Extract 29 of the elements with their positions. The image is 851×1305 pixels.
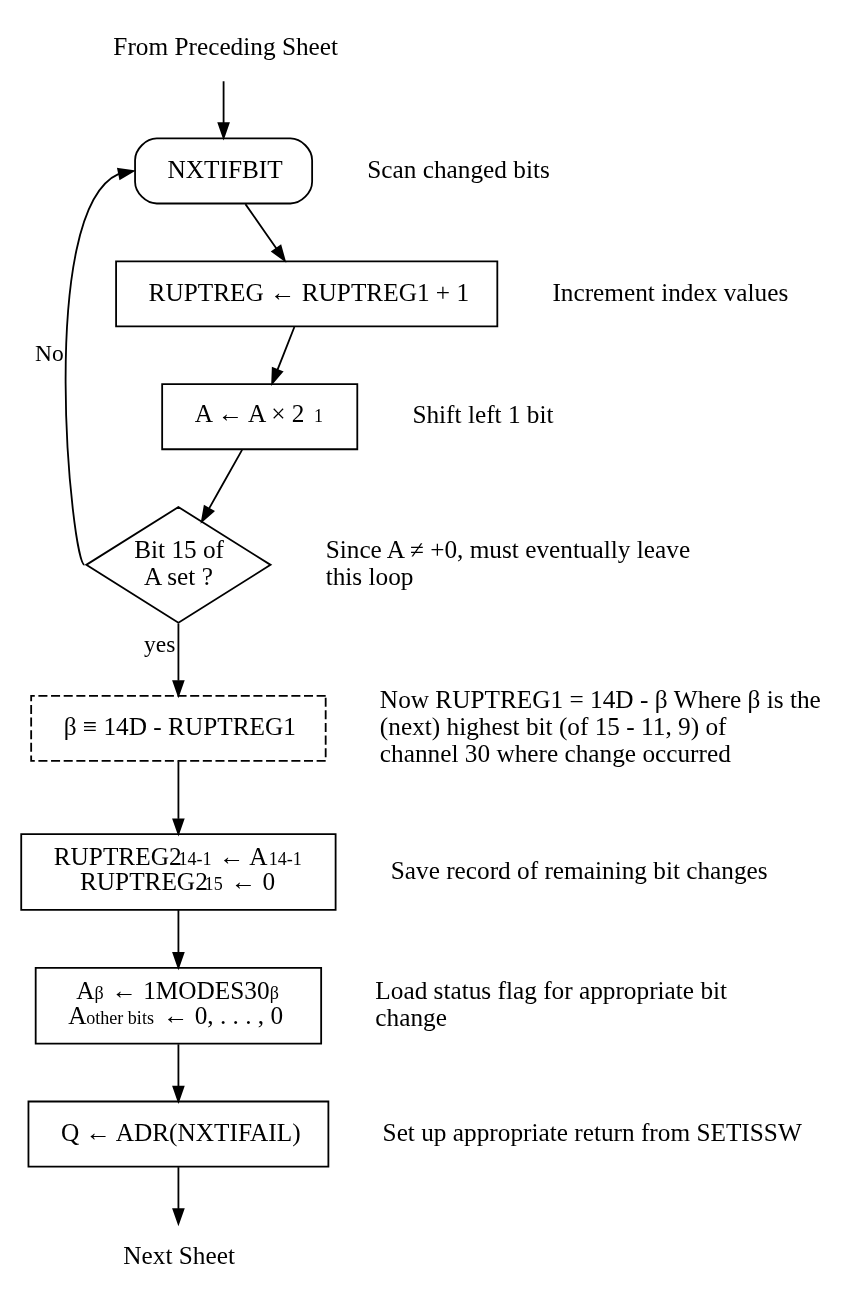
arrow — [172, 909, 185, 971]
arrow — [271, 326, 296, 386]
edge-label: No — [34, 340, 64, 367]
node-box: β ≡ 14D - RUPTREG1 — [30, 694, 327, 762]
arrow — [64, 167, 136, 566]
node-label: Save record of remaining bit changes — [390, 855, 768, 884]
node-box: RUPTREG ← RUPTREG1 + 1 — [115, 260, 499, 328]
node-label: Load status flag for appropriate bit change — [375, 975, 728, 1031]
node-label: Set up appropriate return from SETISSW — [382, 1117, 802, 1146]
node-box: A ← A × 2 1 — [161, 383, 359, 451]
node-box: NXTIFBIT — [134, 137, 314, 205]
arrow — [172, 760, 185, 837]
arrow — [172, 1043, 185, 1104]
arrow — [217, 80, 230, 141]
node-box: RUPTREG214-1 ← A14-1 RUPTREG215 ← 0 — [20, 833, 337, 911]
node-box: Q ← ADR(NXTIFAIL) — [27, 1100, 330, 1168]
node-label: Since A ≠ +0, must eventually leave this loop — [325, 535, 691, 591]
node-label: Now RUPTREG1 = 14D - β Where β is the (next) highest bit (of 15 - 11, 9) of channel 30 where change occurred — [379, 684, 821, 768]
node-text: From Preceding Sheet — [113, 31, 339, 60]
node-label: Increment index values — [552, 277, 789, 306]
edge-label: yes — [144, 631, 176, 658]
node-box: Aβ ← 1MODES30β Aother bits ← 0, . . . , 0 — [34, 966, 323, 1045]
arrow — [172, 1166, 185, 1227]
arrow — [244, 203, 287, 263]
node-text: Next Sheet — [123, 1240, 235, 1269]
arrow — [200, 448, 243, 524]
node-label: Shift left 1 bit — [412, 400, 554, 429]
arrow — [172, 622, 185, 699]
node-label: Scan changed bits — [367, 154, 550, 183]
